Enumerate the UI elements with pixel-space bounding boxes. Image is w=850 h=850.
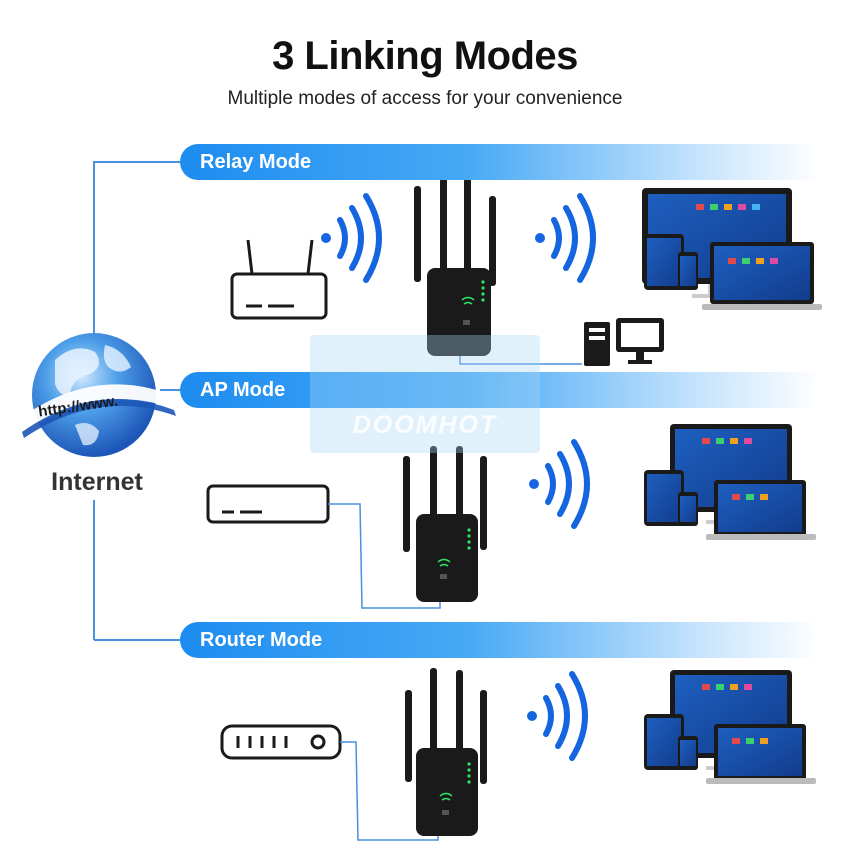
ap-client-devices bbox=[644, 424, 816, 540]
router-ethernet-cable bbox=[340, 741, 439, 841]
router-modem-icon bbox=[220, 724, 342, 760]
router-mode-label: Router Mode bbox=[200, 629, 323, 651]
relay-mode-label: Relay Mode bbox=[200, 151, 312, 173]
relay-mode-header: Relay Mode bbox=[180, 144, 820, 180]
relay-client-devices bbox=[642, 188, 822, 310]
ap-extender-device bbox=[403, 446, 487, 602]
page-title: 3 Linking Modes bbox=[272, 34, 578, 78]
internet-connection-lines bbox=[93, 161, 180, 641]
ap-ethernet-cable bbox=[328, 503, 441, 609]
router-client-devices bbox=[644, 670, 816, 784]
ap-modem-icon bbox=[206, 484, 330, 524]
relay-desktop-pc-icon bbox=[584, 318, 664, 366]
relay-ethernet-cable bbox=[459, 356, 582, 365]
ap-mode-label: AP Mode bbox=[200, 379, 286, 401]
page-subtitle: Multiple modes of access for your conven… bbox=[227, 88, 623, 109]
internet-globe-icon bbox=[18, 333, 178, 457]
ap-outgoing-wifi-icon bbox=[529, 439, 590, 529]
router-outgoing-wifi-icon bbox=[527, 671, 588, 761]
relay-extender-device bbox=[414, 178, 496, 356]
brand-watermark: DOOMHOT bbox=[310, 335, 540, 453]
watermark-brand-text: DOOMHOT bbox=[352, 411, 498, 439]
relay-outgoing-wifi-icon bbox=[535, 193, 596, 283]
internet-label: Internet bbox=[51, 468, 143, 496]
relay-router-icon bbox=[230, 239, 328, 320]
router-mode-header: Router Mode bbox=[180, 622, 820, 658]
ap-mode-header: AP Mode bbox=[180, 372, 820, 408]
relay-incoming-wifi-icon bbox=[321, 193, 382, 283]
router-extender-device bbox=[405, 668, 487, 836]
